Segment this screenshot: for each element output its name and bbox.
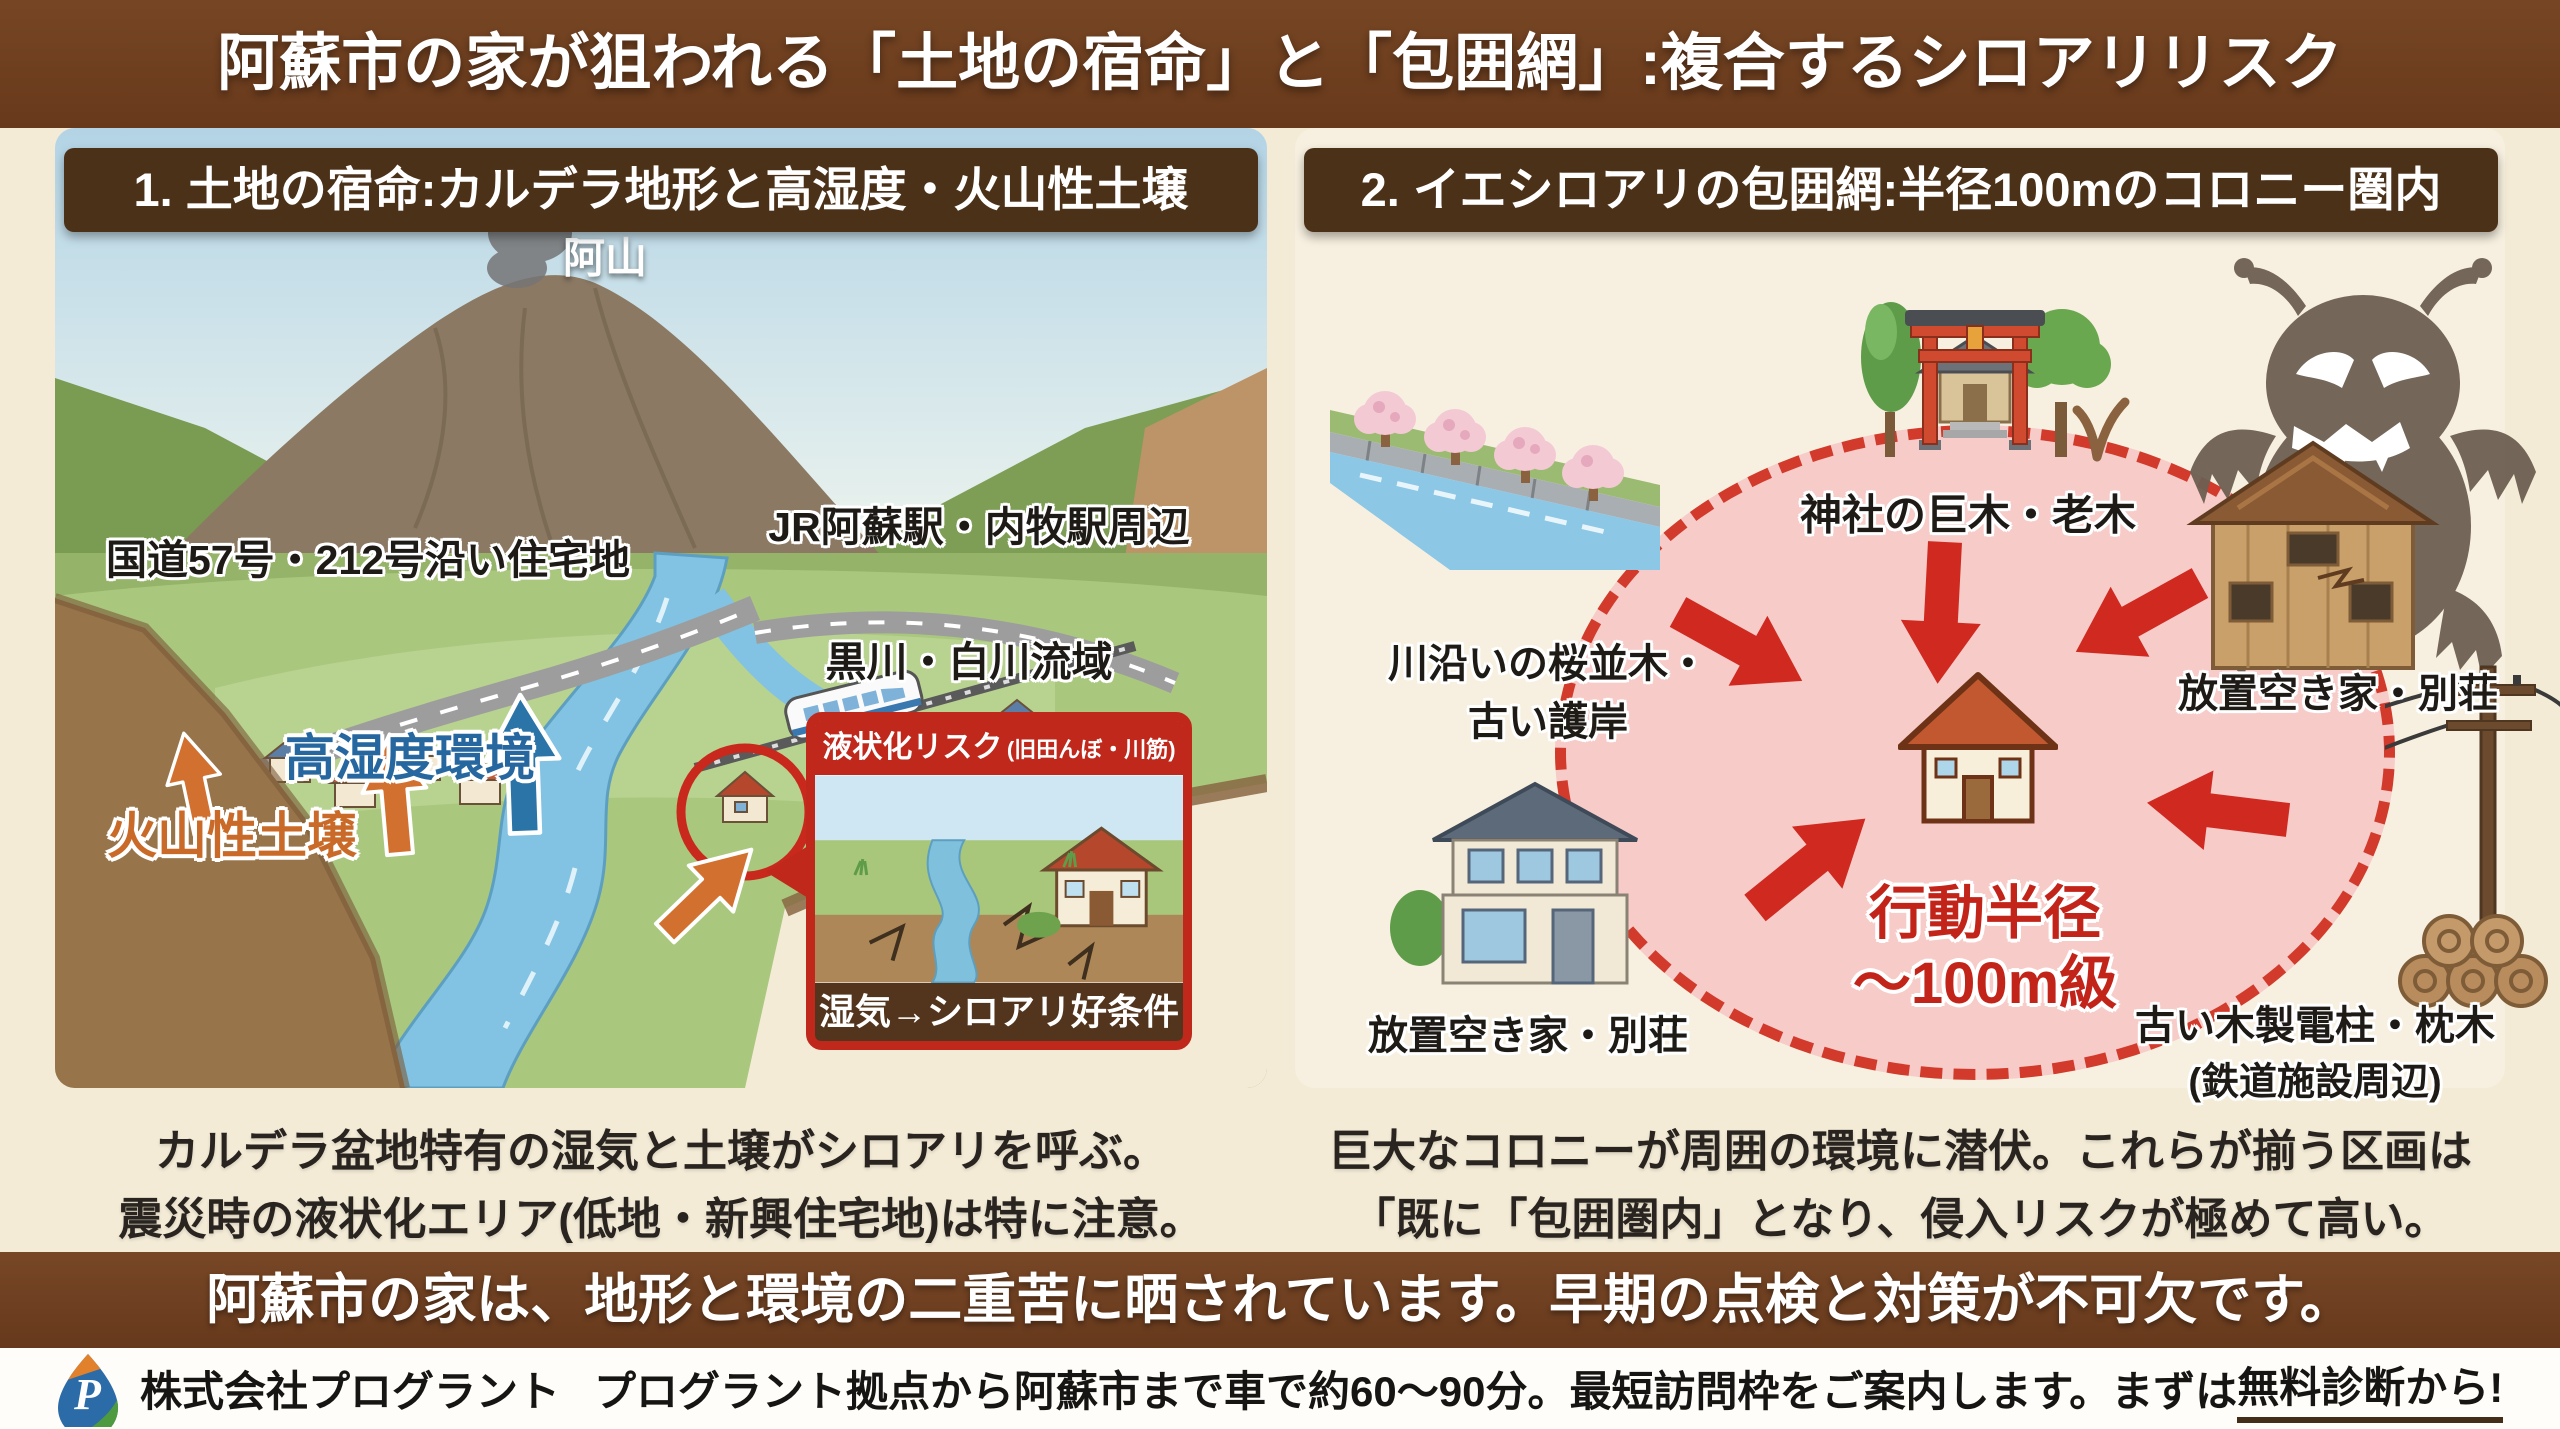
page-title: 阿蘇市の家が狙われる「土地の宿命」と「包囲網」:複合するシロアリリスク	[217, 29, 2343, 98]
conclusion-banner: 阿蘇市の家は、地形と環境の二重苦に晒されています。早期の点検と対策が不可欠です。	[0, 1252, 2560, 1348]
liquefaction-inset: 液状化リスク (旧田んぼ・川筋)	[806, 712, 1192, 1050]
vacant-right-label: 放置空き家・別荘	[2178, 672, 2498, 716]
inset-title: 液状化リスク	[822, 731, 1003, 764]
sakura-river-icon	[1330, 391, 1660, 570]
left-panel-header: 1. 土地の宿命:カルデラ地形と高湿度・火山性土壌	[64, 148, 1258, 232]
inset-river	[926, 839, 980, 983]
footer-message-pre: プログラント拠点から阿蘇市まで車で約60〜90分。最短訪問枠をご案内します。まず…	[594, 1368, 2238, 1415]
wires	[2385, 687, 2560, 750]
abandoned-house-icon	[2186, 440, 2440, 670]
foreground-soil	[55, 598, 405, 1088]
valley-shade	[55, 553, 1267, 596]
prograndt-logo: P	[58, 1353, 118, 1427]
inset-footer: 湿気→シロアリ好条件	[815, 983, 1183, 1041]
rivers-label: 黒川・白川流域	[825, 639, 1113, 685]
inset-house-icon	[1039, 826, 1164, 928]
sakura-label-line1: 川沿いの桜並木・	[1388, 642, 1708, 686]
right-panel-header: 2. イエシロアリの包囲網:半径100mのコロニー圏内	[1304, 148, 2498, 232]
sakura-label-line2: 古い護岸	[1468, 700, 1628, 744]
shrine-label: 神社の巨木・老木	[1799, 491, 2137, 539]
right-caption-line1: 巨大なコロニーが周囲の環境に潜伏。これらが揃う区画は	[1328, 1127, 2472, 1176]
termite-monster-icon	[2186, 258, 2536, 678]
radius-label-line2: 〜100m級	[1852, 951, 2118, 1016]
inset-subtitle: (旧田んぼ・川筋)	[1006, 737, 1176, 762]
grass-tufts	[853, 850, 1078, 876]
left-caption-line1: カルデラ盆地特有の湿気と土壌がシロアリを呼ぶ。	[155, 1127, 1167, 1176]
humidity-label: 高湿度環境	[285, 730, 535, 786]
center-house-icon	[1898, 672, 2058, 824]
bush	[1390, 890, 1450, 966]
liquefaction-art	[815, 775, 1183, 983]
torii-shrine-icon	[1861, 302, 2130, 462]
inset-pointer-icon	[766, 846, 808, 898]
road-right	[753, 611, 1180, 694]
vacant-house-icon	[1390, 781, 1638, 985]
footer-message-post: 診断から!	[2321, 1364, 2504, 1411]
station-label: JR阿蘇駅・内牧駅周辺	[768, 504, 1190, 550]
conclusion-text: 阿蘇市の家は、地形と環境の二重苦に晒されています。早期の点検と対策が不可欠です。	[206, 1270, 2354, 1330]
svg-text:P: P	[73, 1370, 102, 1419]
left-caption-line2: 震災時の液状化エリア(低地・新興住宅地)は特に注意。	[118, 1195, 1204, 1244]
utility-pole-icon	[2385, 665, 2560, 1008]
footer-highlight: 無料	[2237, 1364, 2322, 1411]
volcano-icon	[165, 275, 885, 560]
free-diagnosis-underline: 無料診断から!	[2237, 1354, 2504, 1423]
title-banner: 阿蘇市の家が狙われる「土地の宿命」と「包囲網」:複合するシロアリリスク	[0, 0, 2560, 128]
radius-label-line1: 行動半径	[1868, 881, 2102, 946]
red-arrow-icon	[1897, 539, 1985, 686]
inset-bush	[1016, 911, 1061, 938]
red-arrow-icon	[2142, 762, 2293, 860]
mountain-label: 阿山	[562, 234, 648, 282]
pole-label-line1: 古い木製電柱・枕木	[2135, 1004, 2495, 1048]
route-label: 国道57号・212号沿い住宅地	[105, 537, 631, 583]
pole-label-line2: (鉄道施設周辺)	[2188, 1061, 2442, 1104]
sakura-trees	[1354, 391, 1624, 501]
company-name: 株式会社プログラント	[140, 1368, 561, 1415]
bare-tree	[2072, 397, 2130, 462]
vacant-left-label: 放置空き家・別荘	[1368, 1014, 1688, 1058]
torii-gate	[1905, 310, 2045, 450]
logs-icon	[2398, 914, 2548, 1008]
right-caption-line2: 「既に「包囲圏内」となり、侵入リスクが極めて高い。	[1351, 1195, 2449, 1244]
red-arrow-icon	[1729, 787, 1891, 940]
soil-label: 火山性土壌	[107, 808, 357, 864]
soil-edge	[55, 593, 410, 1088]
inset-sky	[815, 775, 1183, 846]
shrine-trees	[1861, 302, 2111, 457]
footer-bar: P 株式会社プログラント プログラント拠点から阿蘇市まで車で約60〜90分。最短…	[0, 1348, 2560, 1429]
inset-title-bar: 液状化リスク (旧田んぼ・川筋)	[815, 721, 1183, 775]
